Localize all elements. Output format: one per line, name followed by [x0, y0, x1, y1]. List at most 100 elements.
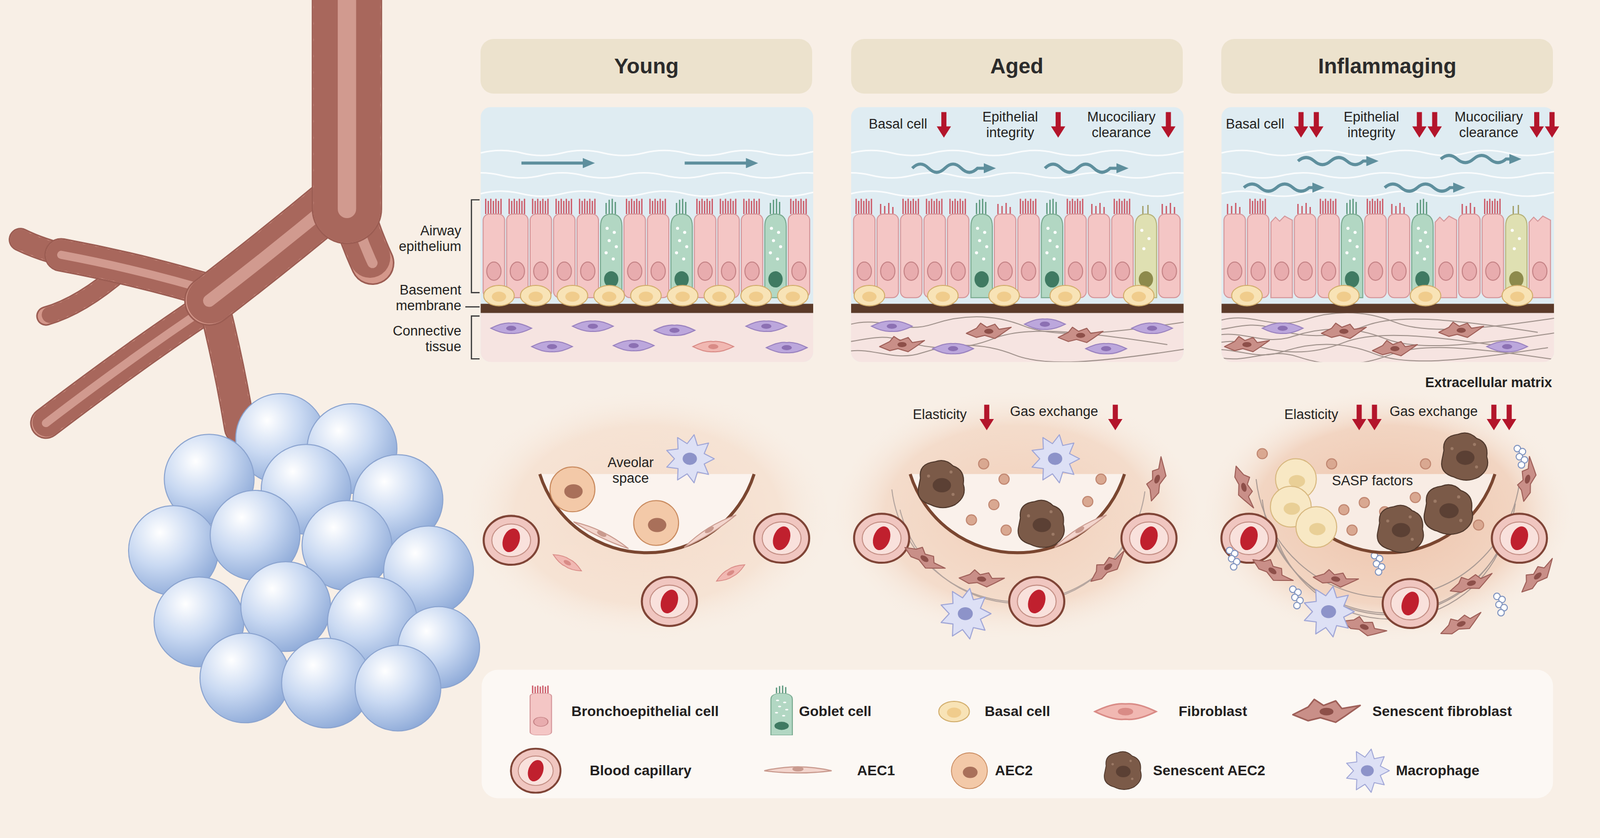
basal-cell	[988, 285, 1020, 306]
alveolus-inflammaging	[1198, 387, 1577, 644]
bronchoepithelial-cell	[1247, 198, 1269, 298]
bronchoepithelial-cell	[483, 198, 505, 298]
panel-header: Aged	[851, 38, 1183, 95]
fibroblast	[550, 551, 584, 576]
senescent-fibroblast	[1321, 323, 1367, 339]
sasp-particle	[1338, 504, 1349, 515]
alveolus-aged	[828, 387, 1207, 644]
mucus-wave	[851, 172, 1184, 178]
matrix-fiber	[851, 316, 1184, 334]
sasp-vesicles	[1371, 552, 1385, 576]
legend-label: Senescent AEC2	[1152, 763, 1266, 780]
blood-capillary	[483, 515, 539, 566]
bronchial-tree	[46, 305, 210, 424]
decrease-arrow	[1108, 405, 1123, 431]
basal-cell	[1123, 285, 1154, 306]
macrophage	[1031, 434, 1080, 484]
senescent-fibroblast	[1058, 327, 1104, 343]
blood-capillary	[854, 513, 910, 564]
bronchoepithelial-cell	[1529, 216, 1551, 298]
goblet-cell	[600, 198, 622, 298]
annotation-label: Elasticity	[912, 407, 968, 423]
bronchial-tree	[46, 305, 210, 424]
bronchoepithelial-cell	[1364, 198, 1386, 298]
legend-panel	[481, 670, 1553, 799]
bronchoepithelial-cell	[876, 203, 899, 298]
bronchial-tree	[20, 0, 373, 429]
bracket	[465, 200, 480, 359]
bronchoepithelial-cell	[717, 198, 740, 298]
sasp-particle	[998, 474, 1010, 485]
senescent-aec2	[1441, 433, 1488, 481]
blood-capillary	[642, 577, 698, 627]
sasp-vesicles	[1493, 593, 1508, 617]
legend-label: Blood capillary	[589, 763, 692, 780]
basal-cell	[938, 701, 970, 723]
blood-capillary	[1009, 577, 1065, 627]
panel-header: Young	[480, 38, 813, 95]
fibroblast	[490, 323, 532, 334]
aec2-cell	[951, 753, 988, 790]
basal-cell	[1502, 285, 1533, 306]
annotation-label: Gas exchange	[1010, 404, 1099, 420]
bronchoepithelial-cell	[1064, 198, 1087, 298]
panel-title: Inflammaging	[1317, 54, 1457, 79]
goblet-cell	[764, 198, 786, 298]
bronchoepithelial-cell	[623, 198, 646, 298]
bronchoepithelial-cell	[741, 198, 763, 298]
bronchoepithelial-cell	[694, 198, 716, 298]
annotation-label: Extracellular matrix	[1425, 375, 1553, 391]
bracket	[465, 306, 480, 308]
decrease-arrow	[936, 112, 951, 138]
sasp-particle	[1001, 525, 1012, 536]
senescent-fibroblast	[1231, 463, 1258, 511]
alveolus-young	[458, 387, 836, 644]
legend-label: Bronchoepithelial cell	[571, 703, 719, 720]
airway-aged	[820, 107, 1219, 365]
basal-cell	[483, 285, 514, 306]
senescent-fibroblast	[1250, 551, 1296, 591]
airway-inflammaging	[1384, 184, 1462, 192]
sasp-particle	[1473, 520, 1484, 531]
fibroblast	[1024, 318, 1066, 330]
sasp-particle	[978, 459, 989, 470]
fibroblast	[1486, 341, 1528, 353]
bronchoepithelial-cell	[1435, 216, 1457, 298]
goblet-cell	[1041, 198, 1063, 298]
alveolus-inflammaging	[1256, 479, 1520, 598]
bronchoepithelial-cell	[788, 198, 810, 298]
annotation-label: Mucociliary clearance	[1078, 109, 1165, 141]
airway-inflammaging	[1297, 157, 1375, 165]
blood-capillary	[1221, 513, 1277, 564]
bronchial-tree	[46, 305, 210, 424]
goblet-cell	[1135, 205, 1157, 298]
decrease-arrow	[1367, 405, 1382, 431]
bracket	[471, 316, 480, 360]
mucus-wave	[1221, 172, 1554, 178]
annotation-label: Epithelial integrity	[969, 109, 1052, 141]
fibroblast	[871, 321, 913, 332]
panel-title: Aged	[990, 54, 1044, 79]
macrophage	[941, 588, 992, 640]
decrease-arrow	[1529, 112, 1544, 138]
airway-aged	[912, 164, 992, 173]
decrease-arrow	[1486, 405, 1501, 431]
macrophage	[1304, 586, 1355, 638]
airway-young	[521, 161, 591, 165]
sasp-particle	[1420, 459, 1431, 470]
basal-cell	[630, 285, 661, 306]
bronchial-tree	[313, 0, 381, 210]
alveoli-cluster	[354, 645, 441, 732]
decrease-arrow	[1351, 405, 1367, 431]
bronchoepithelial-cell	[553, 198, 575, 298]
annotation-label: Gas exchange	[1389, 404, 1478, 420]
bronchial-tree	[337, 0, 356, 210]
bronchoepithelial-cell	[1482, 198, 1504, 298]
legend-label: Senescent fibroblast	[1372, 703, 1512, 720]
bronchoepithelial-cell	[1111, 198, 1134, 298]
airway-aged	[851, 107, 1184, 363]
basal-cell	[1328, 285, 1359, 306]
bronchoepithelial-cell	[577, 198, 599, 298]
annotation-label: Connective tissue	[369, 323, 462, 355]
